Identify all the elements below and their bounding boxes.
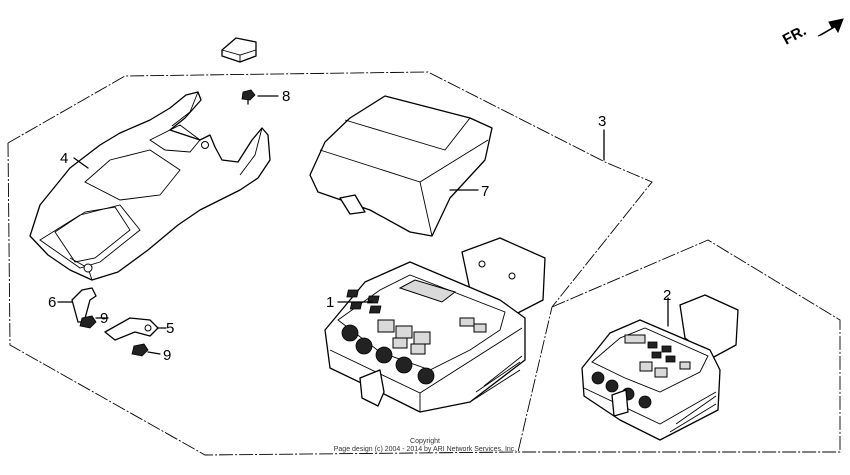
copyright-line: Copyright xyxy=(410,438,440,445)
cover-lid-part-7 xyxy=(309,95,493,237)
callout-5: 5 xyxy=(166,320,174,337)
callout-7: 7 xyxy=(481,183,489,200)
bracket-part-6 xyxy=(57,287,97,323)
console-panel-part-4 xyxy=(29,91,271,281)
arrow-icon xyxy=(817,18,844,37)
control-unit-part-1 xyxy=(324,237,546,413)
callout-1: 1 xyxy=(326,294,334,311)
callout-3: 3 xyxy=(598,113,606,130)
callout-9-lower: 9 xyxy=(163,347,171,364)
bracket-part-5 xyxy=(104,317,167,341)
callout-6: 6 xyxy=(48,294,56,311)
callout-4: 4 xyxy=(60,150,68,167)
cap-part xyxy=(221,37,257,63)
nut-part-9-upper xyxy=(79,315,109,329)
front-direction-indicator: FR. xyxy=(780,18,844,49)
control-unit-part-2 xyxy=(581,294,739,441)
assembly-boundary xyxy=(7,71,653,456)
front-direction-label: FR. xyxy=(780,22,809,48)
sub-assembly-boundary xyxy=(518,239,841,453)
screw-part-8 xyxy=(241,89,279,105)
copyright-notice: Page design (c) 2004 - 2014 by ARI Netwo… xyxy=(333,446,517,453)
callout-2: 2 xyxy=(663,287,671,304)
callout-9-upper: 9 xyxy=(100,310,108,327)
nut-part-9-lower xyxy=(131,343,161,357)
callout-8: 8 xyxy=(282,88,290,105)
